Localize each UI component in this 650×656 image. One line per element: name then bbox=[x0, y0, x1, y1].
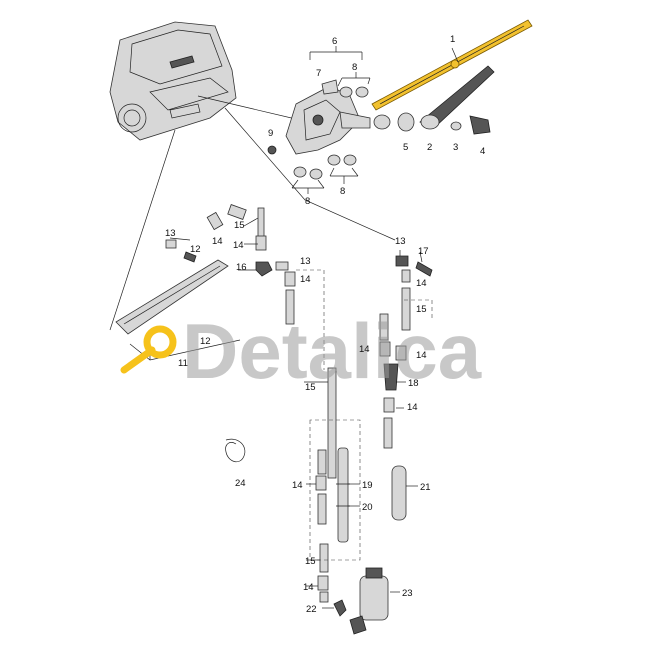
callout-8-bottom-right: 8 bbox=[340, 186, 345, 197]
callout-7: 7 bbox=[316, 68, 321, 79]
watermark-key-icon bbox=[120, 346, 156, 374]
bushing-top-right[interactable] bbox=[355, 86, 369, 98]
flow-line-1 bbox=[296, 269, 325, 370]
callout-15-low: 15 bbox=[305, 556, 316, 567]
clip-12[interactable] bbox=[183, 251, 197, 263]
connector-marks bbox=[336, 483, 350, 507]
callout-6: 6 bbox=[332, 36, 337, 47]
hose-15-top[interactable] bbox=[227, 204, 247, 220]
callout-20: 20 bbox=[362, 502, 373, 513]
hose-19-20[interactable] bbox=[337, 447, 349, 543]
callout-5: 5 bbox=[403, 142, 408, 153]
callout-12-top: 12 bbox=[190, 244, 201, 255]
wiper-motor[interactable] bbox=[285, 85, 371, 155]
callout-14-low-a: 14 bbox=[292, 480, 303, 491]
callout-21: 21 bbox=[420, 482, 431, 493]
watermark: Detalica bbox=[120, 307, 482, 395]
bushing-mid-left[interactable] bbox=[327, 154, 341, 166]
hose-column-right bbox=[379, 255, 433, 449]
callout-2: 2 bbox=[427, 142, 432, 153]
bracket-8-bottom-right bbox=[329, 167, 359, 184]
washer-pump[interactable] bbox=[349, 567, 389, 635]
leader-car-to-spray-pipe bbox=[109, 129, 176, 331]
callout-11: 11 bbox=[178, 358, 188, 369]
connector-13-left[interactable] bbox=[165, 239, 177, 249]
leader-car-to-motor bbox=[197, 95, 301, 121]
callout-19: 19 bbox=[362, 480, 373, 491]
callout-14-center-top: 14 bbox=[233, 240, 244, 251]
callout-14-top-left: 14 bbox=[212, 236, 223, 247]
callout-13-right: 13 bbox=[395, 236, 406, 247]
grommet[interactable] bbox=[321, 79, 339, 95]
bracket-8-bottom-left bbox=[291, 179, 325, 194]
callout-14-right-mid-left: 14 bbox=[359, 344, 370, 355]
watermark-logo-icon bbox=[143, 325, 177, 359]
leader-15-center-top bbox=[243, 217, 259, 227]
screw[interactable] bbox=[267, 145, 277, 155]
bracket-8-top bbox=[337, 72, 371, 87]
wiper-arm[interactable] bbox=[419, 65, 495, 130]
callout-15-right: 15 bbox=[416, 304, 427, 315]
callout-8-top: 8 bbox=[352, 62, 357, 73]
callout-12-bottom: 12 bbox=[200, 336, 211, 347]
car-illustration bbox=[109, 21, 237, 141]
callout-14-right-top: 14 bbox=[416, 278, 427, 289]
callout-23: 23 bbox=[402, 588, 413, 599]
washer[interactable] bbox=[373, 114, 391, 130]
cover-cap[interactable] bbox=[469, 115, 491, 135]
callout-13-left: 13 bbox=[165, 228, 176, 239]
leader-12 bbox=[169, 237, 191, 241]
hex-nut[interactable] bbox=[450, 121, 462, 131]
flow-line-2 bbox=[404, 299, 433, 320]
wiper-blade[interactable] bbox=[371, 19, 533, 111]
callout-17: 17 bbox=[418, 246, 429, 257]
hose-sleeve-21[interactable] bbox=[391, 465, 407, 521]
bracket-6 bbox=[309, 46, 363, 60]
bushing-bottom-left[interactable] bbox=[293, 166, 307, 178]
callout-15-center: 15 bbox=[305, 382, 316, 393]
spray-pipe[interactable] bbox=[115, 259, 229, 335]
callout-16: 16 bbox=[236, 262, 247, 273]
leader-1 bbox=[451, 47, 459, 63]
leader-17 bbox=[419, 251, 423, 263]
callout-8-bottom-left: 8 bbox=[305, 196, 310, 207]
callout-14-center: 14 bbox=[300, 274, 311, 285]
callout-24: 24 bbox=[235, 478, 246, 489]
callout-14-right-low: 14 bbox=[407, 402, 418, 413]
callout-3: 3 bbox=[453, 142, 458, 153]
callout-labels: 1 2 3 4 5 6 7 8 8 8 9 11 12 12 13 13 13 … bbox=[165, 34, 485, 615]
callout-15-center-top: 15 bbox=[234, 220, 245, 231]
flow-box bbox=[309, 419, 361, 561]
bushing-bottom-right[interactable] bbox=[309, 168, 323, 180]
callout-18: 18 bbox=[408, 378, 419, 389]
callout-14-right-mid: 14 bbox=[416, 350, 427, 361]
hose-piece-14-top[interactable] bbox=[206, 211, 224, 231]
hose-column-center bbox=[255, 207, 337, 603]
leader-car-to-nozzle bbox=[224, 107, 396, 241]
seal-ring[interactable] bbox=[397, 112, 415, 132]
bushing-mid-right[interactable] bbox=[343, 154, 357, 166]
bushing-top-left[interactable] bbox=[339, 86, 353, 98]
callout-4: 4 bbox=[480, 146, 485, 157]
callout-14-low-b: 14 bbox=[303, 582, 314, 593]
elbow-connector-22[interactable] bbox=[333, 599, 347, 617]
callout-22: 22 bbox=[306, 604, 317, 615]
callout-13-center: 13 bbox=[300, 256, 311, 267]
watermark-text: Detalica bbox=[182, 307, 482, 395]
callout-1: 1 bbox=[450, 34, 455, 45]
callout-9: 9 bbox=[268, 128, 273, 139]
hose-clip[interactable] bbox=[225, 438, 246, 463]
